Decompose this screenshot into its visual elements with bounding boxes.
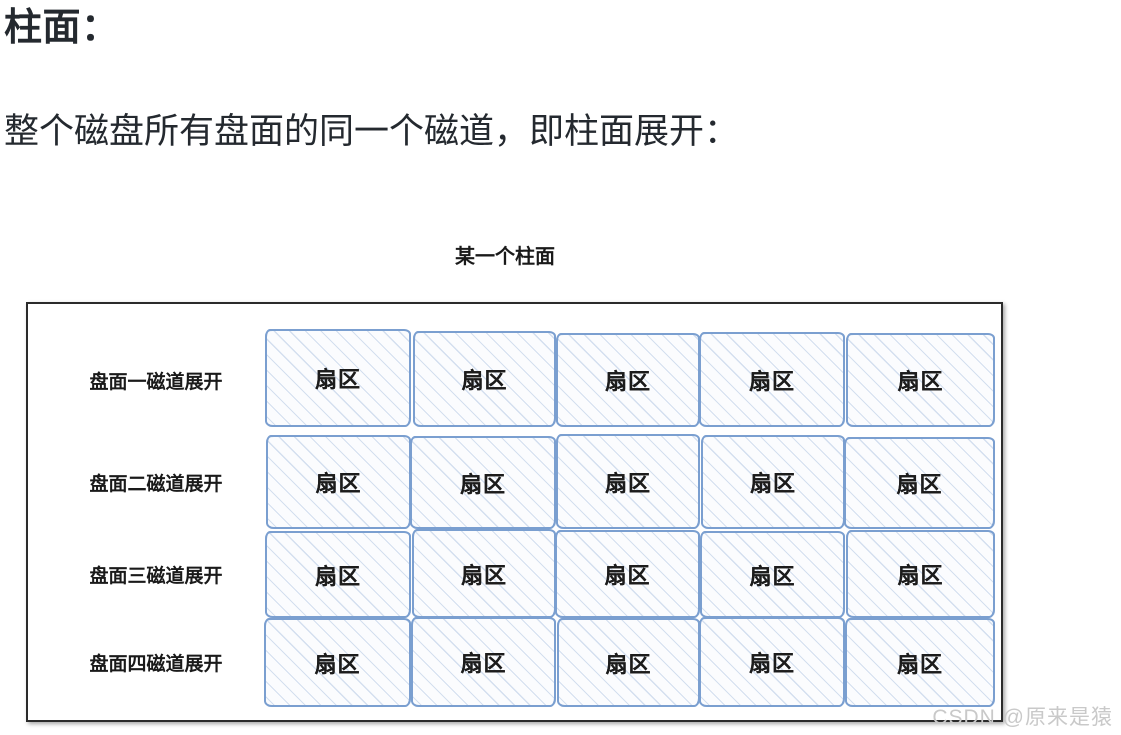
sector-label: 扇区	[604, 470, 651, 496]
sector-box: 扇区	[701, 435, 845, 529]
sector-label: 扇区	[897, 563, 944, 588]
sector-label: 扇区	[604, 369, 651, 394]
sector-label: 扇区	[314, 563, 361, 589]
platter-track-label: 盘面四磁道展开	[89, 654, 223, 675]
sector-box: 扇区	[699, 332, 845, 427]
sector-box: 扇区	[845, 618, 995, 707]
sector-label: 扇区	[896, 472, 943, 497]
sector-box: 扇区	[412, 529, 556, 618]
sector-box: 扇区	[265, 329, 411, 427]
page-title: 柱面：	[4, 7, 120, 49]
sector-box: 扇区	[699, 617, 845, 707]
platter-track-label: 盘面三磁道展开	[89, 566, 223, 587]
sector-box: 扇区	[700, 531, 845, 618]
sector-box: 扇区	[555, 530, 700, 618]
sector-box: 扇区	[846, 333, 995, 427]
sector-box: 扇区	[410, 436, 556, 529]
sector-box: 扇区	[411, 617, 556, 707]
sector-box: 扇区	[557, 618, 700, 707]
body-paragraph: 整个磁盘所有盘面的同一个磁道，即柱面展开：	[4, 112, 740, 151]
sector-box: 扇区	[264, 618, 411, 707]
sector-label: 扇区	[749, 563, 796, 589]
sector-label: 扇区	[748, 651, 795, 676]
cylinder-diagram: 盘面一磁道展开扇区扇区扇区扇区扇区盘面二磁道展开扇区扇区扇区扇区扇区盘面三磁道展…	[26, 302, 1003, 722]
diagram-title: 某一个柱面	[455, 246, 555, 268]
sector-label: 扇区	[604, 563, 651, 588]
platter-track-label: 盘面二磁道展开	[89, 474, 223, 495]
sector-box: 扇区	[265, 531, 411, 618]
sector-label: 扇区	[461, 368, 508, 393]
platter-track-label: 盘面一磁道展开	[89, 371, 223, 393]
sector-label: 扇区	[460, 651, 507, 676]
sector-label: 扇区	[748, 368, 795, 394]
sector-label: 扇区	[749, 471, 796, 496]
sector-label: 扇区	[459, 471, 506, 497]
sector-label: 扇区	[314, 367, 361, 392]
sector-label: 扇区	[315, 471, 362, 496]
sector-box: 扇区	[556, 434, 700, 529]
sector-box: 扇区	[556, 333, 700, 427]
sector-label: 扇区	[605, 651, 652, 677]
sector-label: 扇区	[314, 651, 361, 677]
sector-label: 扇区	[896, 651, 943, 677]
sector-label: 扇区	[460, 562, 507, 588]
sector-box: 扇区	[844, 437, 995, 529]
sector-box: 扇区	[413, 331, 556, 427]
sector-box: 扇区	[846, 530, 995, 618]
sector-box: 扇区	[266, 435, 411, 529]
sector-label: 扇区	[897, 369, 944, 394]
